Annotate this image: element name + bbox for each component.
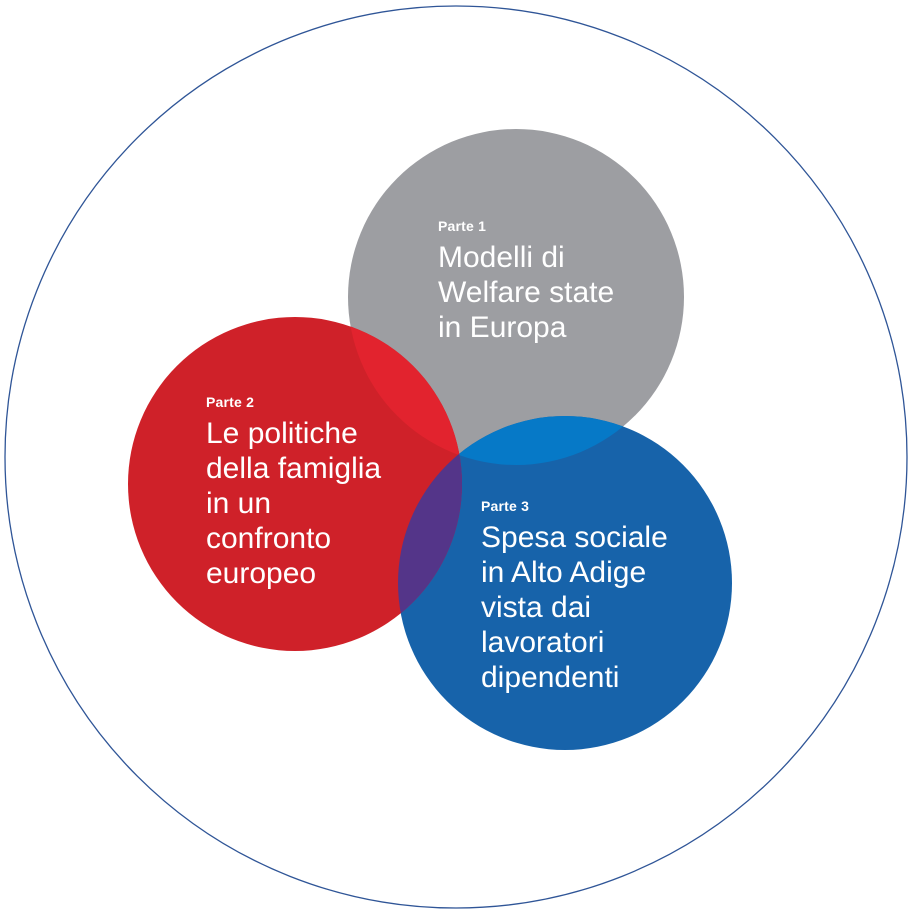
- section-title: Le politiche della famiglia in un confro…: [206, 416, 381, 591]
- section-title-line: Modelli di: [438, 241, 565, 274]
- section-title-line: Welfare state: [438, 276, 615, 309]
- section-title-line: lavoratori: [481, 626, 605, 659]
- section-title-line: europeo: [206, 557, 317, 590]
- section-title-line: in un: [206, 487, 272, 520]
- part-label: Parte 2: [206, 394, 255, 410]
- section-title-line: Spesa sociale: [481, 521, 668, 554]
- circle-parte-3: [398, 416, 732, 750]
- section-title-line: dipendenti: [481, 661, 620, 694]
- circle-parte-1: [348, 129, 684, 465]
- part-label: Parte 1: [438, 218, 487, 234]
- section-title-line: della famiglia: [206, 452, 382, 485]
- section-title-line: vista dai: [481, 591, 592, 624]
- section-title-line: confronto: [206, 522, 332, 555]
- section-title-line: Le politiche: [206, 417, 358, 450]
- outer-circle: [4, 5, 908, 909]
- section-title: Modelli di Welfare state in Europa: [438, 240, 614, 345]
- section-parte-3: Parte 3 Spesa sociale in Alto Adige vist…: [481, 498, 668, 695]
- section-title-line: in Alto Adige: [481, 556, 647, 589]
- circle-parte-2: [128, 317, 462, 651]
- section-title: Spesa sociale in Alto Adige vista dai la…: [481, 520, 668, 695]
- section-title-line: in Europa: [438, 311, 567, 344]
- section-parte-1: Parte 1 Modelli di Welfare state in Euro…: [438, 218, 614, 345]
- part-label: Parte 3: [481, 498, 530, 514]
- section-parte-2: Parte 2 Le politiche della famiglia in u…: [206, 394, 381, 591]
